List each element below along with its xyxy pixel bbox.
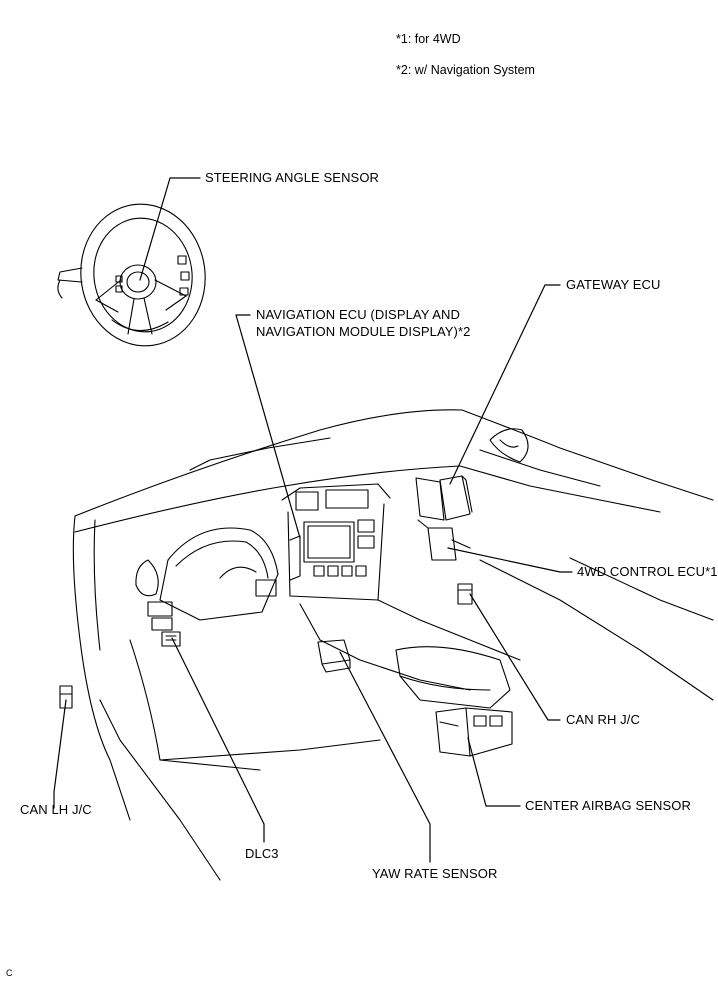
corner-code: C: [6, 968, 13, 978]
label-gateway-ecu: GATEWAY ECU: [566, 277, 661, 292]
can-rh-jc-body: [457, 583, 473, 605]
leader-navigation-ecu: [235, 314, 301, 539]
label-dlc3: DLC3: [245, 846, 279, 861]
leader-4wd-control-ecu: [447, 547, 573, 573]
label-can-lh-jc: CAN LH J/C: [20, 802, 92, 817]
leader-can-lh-jc: [53, 699, 67, 809]
dlc3-body: [161, 631, 181, 647]
label-yaw-rate-sensor: YAW RATE SENSOR: [372, 866, 498, 881]
can-lh-jc-body: [59, 685, 73, 709]
leader-dlc3: [171, 637, 265, 843]
leader-lines: [53, 177, 573, 863]
leader-can-rh-jc: [469, 593, 561, 721]
label-navigation-ecu-line2: NAVIGATION MODULE DISPLAY)*2: [256, 324, 471, 339]
leader-center-airbag-sensor: [467, 737, 521, 807]
label-navigation-ecu-line1: NAVIGATION ECU (DISPLAY AND: [256, 307, 461, 322]
label-center-airbag-sensor: CENTER AIRBAG SENSOR: [525, 798, 691, 813]
steering-wheel-illustration: [57, 203, 206, 347]
leader-steering-angle-sensor: [139, 177, 201, 281]
yaw-rate-sensor-body: [317, 639, 351, 673]
leader-gateway-ecu: [449, 284, 561, 485]
footnote-navigation-system: *2: w/ Navigation System: [396, 63, 535, 77]
gateway-ecu-body: [415, 475, 473, 521]
label-steering-angle-sensor: STEERING ANGLE SENSOR: [205, 170, 380, 185]
dashboard-interior-illustration: [72, 409, 714, 881]
label-4wd-control-ecu: 4WD CONTROL ECU*1: [577, 564, 718, 579]
leader-yaw-rate-sensor: [339, 651, 431, 863]
footnote-4wd: *1: for 4WD: [396, 32, 461, 46]
4wd-control-ecu-body: [417, 519, 471, 561]
label-can-rh-jc: CAN RH J/C: [566, 712, 640, 727]
